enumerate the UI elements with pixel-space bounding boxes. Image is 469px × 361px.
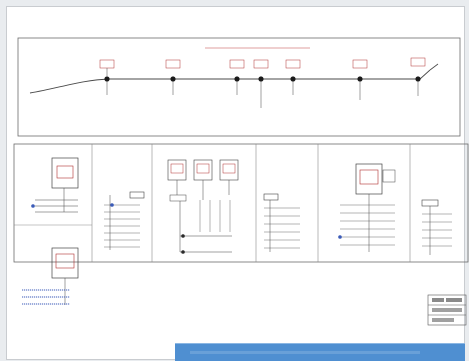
main-bus-line [29,69,431,94]
distribution-panel [167,159,239,254]
lower-section-frame [13,143,469,263]
schematic-sheet [6,6,465,360]
bus-node [352,59,368,100]
bus-node [229,59,245,95]
bus-section-frame [17,37,461,137]
bus-break [429,63,439,71]
distribution-panel [22,247,79,305]
bus-node [165,59,181,95]
distribution-panel [31,157,79,213]
title-block [427,294,467,326]
bus-node [285,59,301,95]
distribution-panel [263,193,300,252]
distribution-panel [104,191,145,250]
bus-node [253,59,269,108]
distribution-panel [338,163,396,252]
bus-node [99,59,115,95]
distribution-panel [421,199,452,255]
bus-node [410,57,426,96]
info-banner-text-strip [190,351,420,354]
